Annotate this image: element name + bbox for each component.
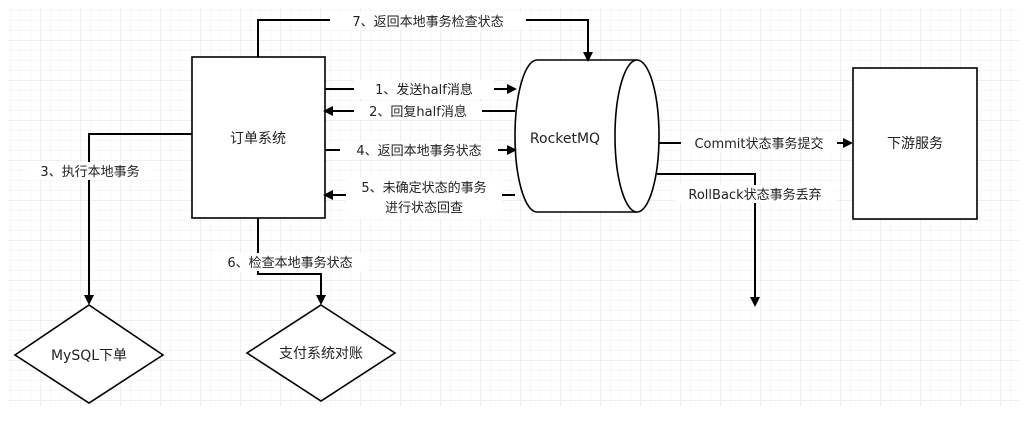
edge-1-label: 1、发送half消息: [375, 82, 473, 98]
node-mysql[interactable]: MySQL下单: [13, 304, 165, 404]
edge-6-check-status[interactable]: 6、检查本地事务状态: [212, 218, 368, 305]
downstream-label: 下游服务: [887, 136, 943, 152]
node-rocketmq[interactable]: RocketMQ: [514, 59, 660, 213]
edge-rollback[interactable]: RollBack状态事务丢弃: [657, 173, 835, 307]
payment-reconcile-label: 支付系统对账: [279, 346, 363, 362]
edge-4-return-status[interactable]: 4、返回本地事务状态: [325, 141, 517, 159]
node-downstream[interactable]: 下游服务: [852, 67, 978, 220]
edge-5-label-line1: 5、未确定状态的事务: [361, 180, 486, 196]
edge-7-return-check-status[interactable]: 7、返回本地事务检查状态: [257, 12, 593, 62]
mysql-label: MySQL下单: [51, 348, 127, 364]
edge-3-label: 3、执行本地事务: [40, 164, 139, 180]
edge-5-check-back[interactable]: 5、未确定状态的事务 进行状态回查: [323, 178, 515, 218]
grid-background: [8, 8, 1020, 406]
edge-1-send-half[interactable]: 1、发送half消息: [325, 80, 517, 98]
edge-rollback-label: RollBack状态事务丢弃: [688, 187, 821, 203]
order-system-label: 订单系统: [230, 131, 286, 147]
edge-2-reply-half[interactable]: 2、回复half消息: [323, 102, 515, 120]
edge-3-execute-local[interactable]: 3、执行本地事务: [28, 133, 192, 305]
edge-commit-label: Commit状态事务提交: [694, 136, 823, 152]
edge-4-label: 4、返回本地事务状态: [356, 143, 481, 159]
node-payment-reconcile[interactable]: 支付系统对账: [245, 304, 397, 402]
rocketmq-label: RocketMQ: [530, 131, 600, 147]
edge-5-label-line2: 进行状态回查: [385, 201, 463, 216]
node-order-system[interactable]: 订单系统: [191, 56, 326, 219]
edge-7-label: 7、返回本地事务检查状态: [352, 14, 503, 30]
edge-commit[interactable]: Commit状态事务提交: [659, 134, 853, 152]
edge-2-label: 2、回复half消息: [369, 104, 467, 120]
edge-6-label: 6、检查本地事务状态: [227, 255, 352, 271]
